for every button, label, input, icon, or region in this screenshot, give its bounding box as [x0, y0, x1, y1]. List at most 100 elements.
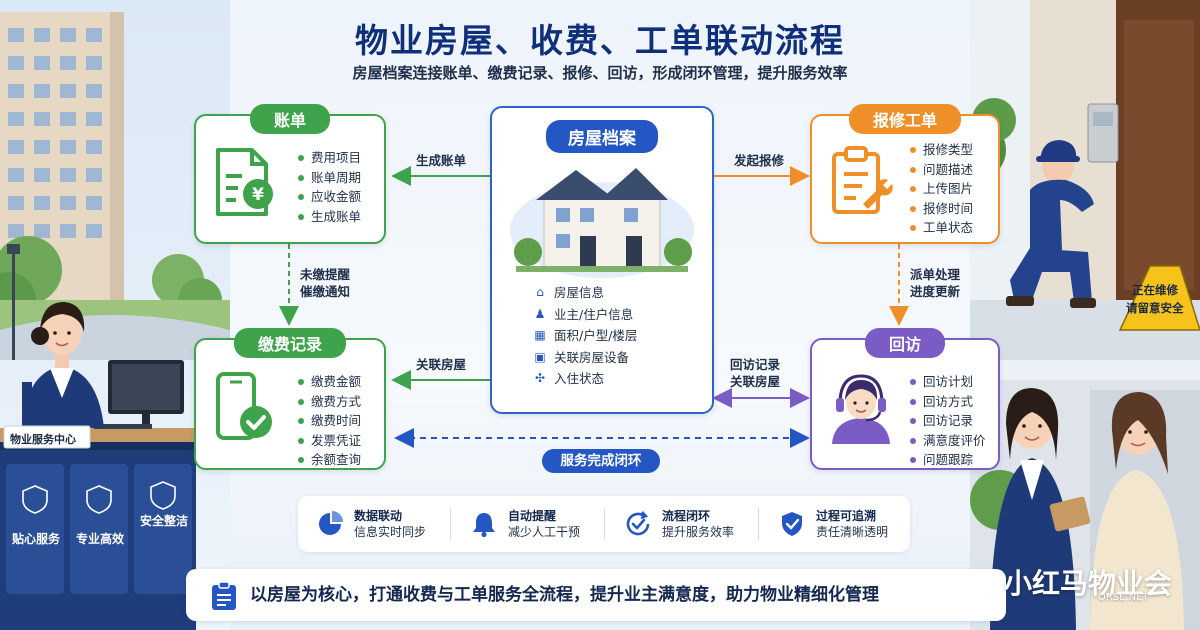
- list-item: ♟业主/住户信息: [532, 304, 637, 326]
- desk-panel-label: 安全整洁: [140, 514, 189, 528]
- divider: [758, 508, 759, 540]
- list-item: 工单状态: [910, 218, 973, 238]
- clipboard: [1049, 496, 1091, 532]
- pie-chart-icon: [319, 511, 343, 535]
- node-payment-label: 缴费记录: [233, 328, 347, 358]
- node-repair-items: 报修类型 问题描述 上传图片 报修时间 工单状态: [910, 140, 973, 238]
- list-item: ▣关联房屋设备: [532, 347, 637, 369]
- edge-label-unpaid-reminder: 未缴提醒 催缴通知: [300, 267, 351, 299]
- floor-plan-icon: ▦: [534, 328, 546, 342]
- list-item: ▦面积/户型/楼层: [532, 325, 637, 347]
- list-item: 缴费时间: [298, 411, 361, 431]
- service-loop-pill: 服务完成闭环: [542, 449, 660, 473]
- shield-icon: [86, 485, 112, 514]
- desk-panel-label: 贴心服务: [12, 532, 61, 546]
- summary-banner: 以房屋为核心，打通收费与工单服务全流程，提升业主满意度，助力物业精细化管理: [186, 569, 1006, 621]
- list-item: ✣入住状态: [532, 368, 637, 390]
- bell-icon: [473, 513, 495, 538]
- watermark-brand: 小红马物业会: [1004, 567, 1173, 600]
- features-bar: 数据联动信息实时同步 自动提醒减少人工干预 流程闭环提升服务效率: [298, 496, 910, 552]
- warning-sign-text: 请留意安全: [1126, 301, 1184, 315]
- shield-check-icon: [782, 512, 802, 536]
- list-item: 报修时间: [910, 199, 973, 219]
- list-item: 回访方式: [910, 392, 986, 412]
- node-payment-items: 缴费金额 缴费方式 缴费时间 发票凭证 余额查询: [298, 372, 361, 470]
- clipboard-wrench-icon: [832, 146, 893, 214]
- shield-icon: [150, 481, 176, 510]
- list-item: 问题描述: [910, 160, 973, 180]
- street-lamp: [12, 250, 15, 360]
- feature-closed-loop: 流程闭环提升服务效率: [624, 496, 734, 552]
- desk-panel: [134, 464, 192, 594]
- house-illustration: [510, 168, 694, 278]
- warning-sign-text: 正在维修: [1132, 283, 1178, 297]
- list-item: 缴费金额: [298, 372, 361, 392]
- list-item: 应收金额: [298, 187, 361, 207]
- list-item: 上传图片: [910, 179, 973, 199]
- bill-document-icon: ¥: [216, 148, 273, 216]
- maintenance-worker-illustration: [1006, 140, 1096, 308]
- house-icon: ⌂: [536, 285, 544, 299]
- list-item: 缴费方式: [298, 392, 361, 412]
- desk-panel: [70, 464, 128, 594]
- receptionist-illustration: [22, 302, 104, 428]
- feature-traceable: 过程可追溯责任清晰透明: [778, 496, 888, 552]
- node-house-label: 房屋档案: [546, 120, 658, 153]
- list-item: 满意度评价: [910, 431, 986, 451]
- node-bill: 账单 ¥ 费用项目 账单周期 应收金额 生成账单: [194, 104, 386, 244]
- feature-data-sync: 数据联动信息实时同步: [316, 496, 426, 552]
- left-scene-illustration: [0, 0, 230, 630]
- node-house-items: ⌂房屋信息 ♟业主/住户信息 ▦面积/户型/楼层 ▣关联房屋设备 ✣入住状态: [532, 282, 637, 390]
- status-icon: ✣: [534, 371, 546, 385]
- node-visit: 回访 回访计划 回访方式 回访记录 满意度评价 问题跟踪: [810, 328, 1000, 470]
- list-item: 账单周期: [298, 168, 361, 188]
- list-item: 问题跟踪: [910, 450, 986, 470]
- node-bill-items: 费用项目 账单周期 应收金额 生成账单: [298, 148, 361, 226]
- desk-sign-text: 物业服务中心: [10, 433, 76, 446]
- edge-label-link-house: 关联房屋: [416, 357, 467, 372]
- divider: [450, 508, 451, 540]
- list-item: 余额查询: [298, 450, 361, 470]
- resident-illustration: [1090, 392, 1184, 630]
- node-visit-items: 回访计划 回访方式 回访记录 满意度评价 问题跟踪: [910, 372, 986, 470]
- node-visit-label: 回访: [864, 328, 946, 358]
- node-bill-label: 账单: [249, 104, 331, 134]
- desk-panel: [6, 464, 64, 594]
- list-item: 报修类型: [910, 140, 973, 160]
- desk-sign: [3, 425, 91, 449]
- node-repair: 报修工单 报修类型 问题描述 上传图片 报修时间 工单状态: [810, 104, 1000, 244]
- device-icon: ▣: [534, 349, 546, 364]
- edge-label-start-repair: 发起报修: [734, 153, 785, 168]
- divider: [604, 508, 605, 540]
- node-house: 房屋档案 ⌂房屋信息 ♟业主/住户信息 ▦面积/户型/楼层 ▣关联房屋设备 ✣入…: [490, 106, 714, 414]
- watermark-url: ORSE.NET: [1098, 592, 1149, 603]
- phone-check-icon: [216, 372, 272, 440]
- list-item: 发票凭证: [298, 431, 361, 451]
- edge-label-generate-bill: 生成账单: [416, 153, 467, 168]
- list-item: 回访计划: [910, 372, 986, 392]
- user-icon: ♟: [534, 306, 546, 321]
- customer-service-icon: [832, 374, 890, 444]
- feature-auto-reminder: 自动提醒减少人工干预: [470, 496, 580, 552]
- check-cycle-icon: [626, 511, 650, 536]
- desk-panel-label: 专业高效: [76, 532, 125, 546]
- diagram-title: 物业房屋、收费、工单联动流程: [355, 21, 845, 60]
- list-item: ⌂房屋信息: [532, 282, 637, 304]
- warning-sign: [1118, 265, 1200, 331]
- node-repair-label: 报修工单: [848, 104, 962, 134]
- shield-icon: [22, 485, 48, 514]
- edge-label-visit-record: 回访记录 关联房屋: [730, 357, 781, 389]
- list-item: 生成账单: [298, 207, 361, 227]
- node-payment: 缴费记录 缴费金额 缴费方式 缴费时间 发票凭证 余额查询: [194, 328, 386, 470]
- list-item: 费用项目: [298, 148, 361, 168]
- right-scene-illustration: [970, 0, 1200, 630]
- property-staff-illustration: [990, 388, 1091, 630]
- clipboard-icon: [212, 581, 236, 610]
- diagram-subtitle: 房屋档案连接账单、缴费记录、报修、回访，形成闭环管理，提升服务效率: [352, 64, 848, 82]
- summary-banner-text: 以房屋为核心，打通收费与工单服务全流程，提升业主满意度，助力物业精细化管理: [250, 585, 879, 605]
- edge-label-dispatch: 派单处理 进度更新: [910, 267, 961, 299]
- list-item: 回访记录: [910, 411, 986, 431]
- svg-text:¥: ¥: [252, 185, 264, 205]
